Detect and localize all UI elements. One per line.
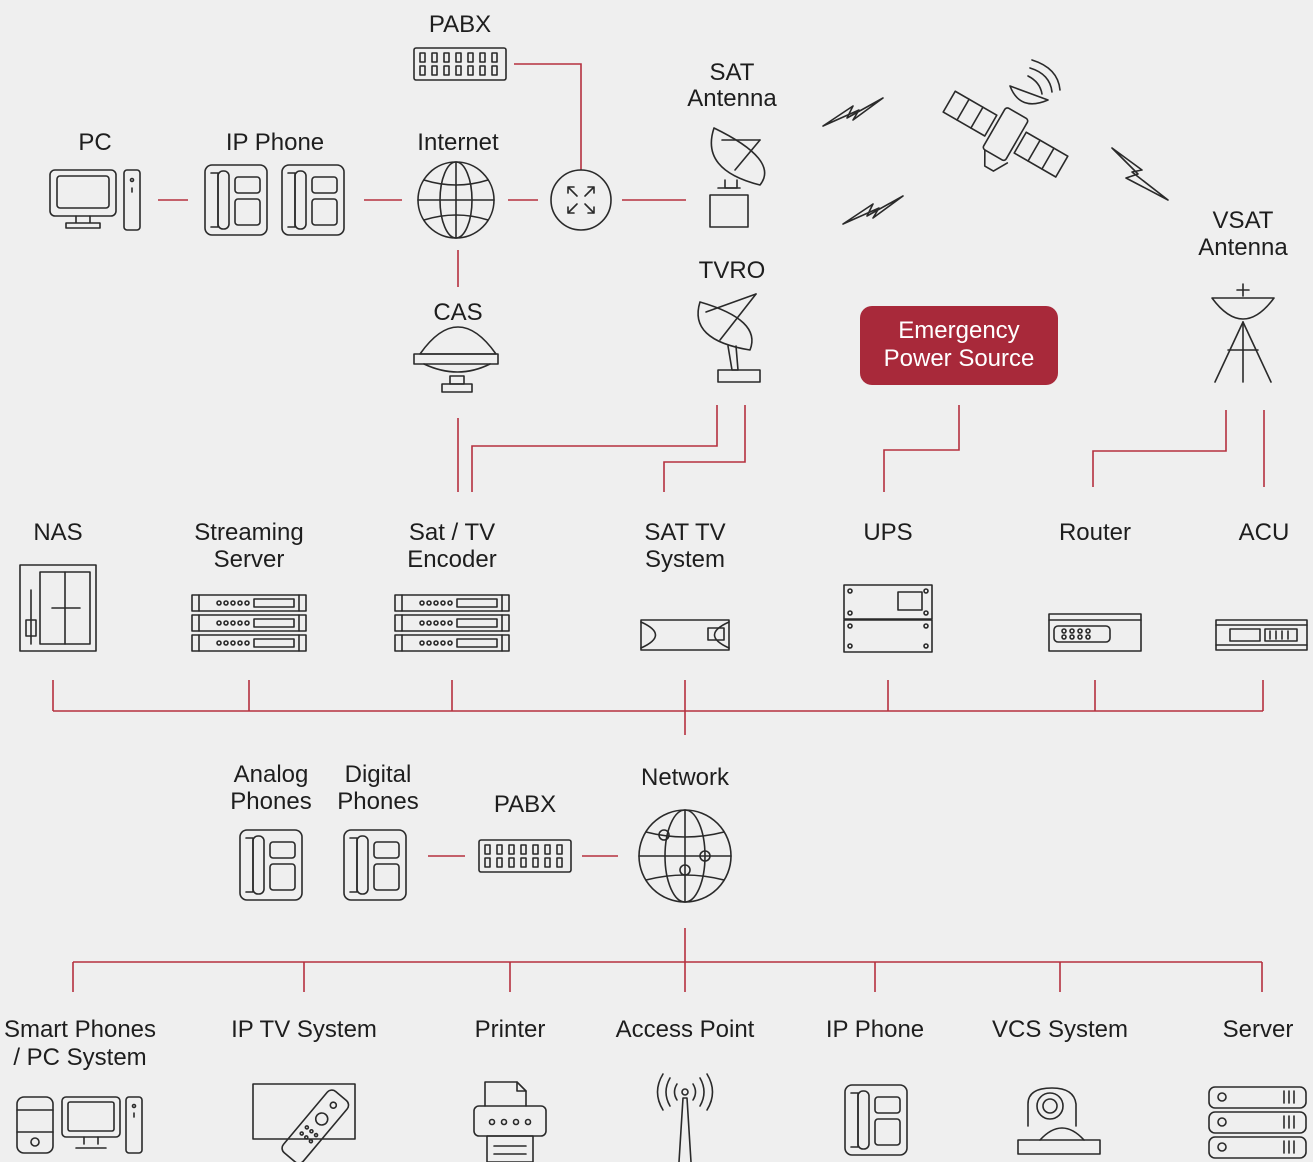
access-point-node: Access Point (616, 1016, 755, 1162)
digital-phones-label-1: Digital (345, 761, 412, 788)
ip-phone-node-bottom: IP Phone (826, 1016, 924, 1156)
router-node: Router (1048, 519, 1142, 652)
smartphone-pc-icon (16, 1096, 143, 1154)
nas-node: NAS (19, 519, 97, 652)
cas-node: CAS (413, 299, 499, 393)
pabx-icon (478, 839, 572, 873)
analog-phones-node: Analog Phones (230, 761, 312, 901)
sat-tv-system-label-1: SAT TV (644, 519, 725, 546)
ip-tv-system-label: IP TV System (231, 1016, 377, 1043)
network-globe-icon (638, 809, 732, 903)
ptz-camera-icon (1017, 1087, 1101, 1155)
emergency-power-label-2: Power Source (884, 345, 1035, 372)
sat-antenna-node: SAT Antenna (687, 59, 777, 228)
pc-label: PC (78, 129, 111, 156)
analog-phones-label-2: Phones (230, 788, 311, 815)
sat-tv-system-label-2: System (645, 546, 725, 573)
digital-phones-label-2: Phones (337, 788, 418, 815)
sat-tv-encoder-label-2: Encoder (407, 546, 496, 573)
router-device-icon (1048, 613, 1142, 652)
streaming-server-node: Streaming Server (191, 519, 307, 652)
pabx-label-top: PABX (429, 11, 491, 38)
pabx-node-bottom: PABX (478, 791, 572, 873)
pabx-icon (413, 47, 507, 81)
smart-phones-node: Smart Phones / PC System (4, 1016, 156, 1154)
signal-bolt-icon (1111, 147, 1169, 201)
sat-tv-encoder-label-1: Sat / TV (409, 519, 495, 546)
wireless-antenna-icon (656, 1073, 714, 1162)
streaming-server-label-2: Server (214, 546, 285, 573)
smart-phones-label-1: Smart Phones (4, 1016, 156, 1043)
nas-label: NAS (33, 519, 82, 546)
emergency-power-source: Emergency Power Source (860, 306, 1058, 385)
tvro-node: TVRO (697, 257, 766, 383)
phone-icon (844, 1084, 908, 1156)
server-node: Server (1208, 1016, 1307, 1159)
router-hub-icon (550, 169, 612, 231)
pabx-node-top: PABX (413, 11, 507, 81)
server-label: Server (1223, 1016, 1294, 1043)
ups-node: UPS (843, 519, 933, 653)
ups-device-icon (843, 584, 933, 653)
internet-label: Internet (417, 129, 499, 156)
ip-phone-node-top: IP Phone (204, 129, 345, 236)
internet-node: Internet (417, 129, 499, 239)
sat-antenna-label-2: Antenna (687, 85, 777, 112)
cas-label: CAS (433, 299, 482, 326)
satellite-dish-icon (709, 127, 766, 228)
rack-server-icon (191, 594, 307, 652)
cas-dome-icon (413, 326, 499, 393)
vsat-antenna-label-2: Antenna (1198, 234, 1288, 261)
phone-icon (204, 164, 268, 236)
acu-node: ACU (1215, 519, 1308, 651)
server-stack-icon (1208, 1086, 1307, 1159)
sat-antenna-label-1: SAT (710, 59, 755, 86)
printer-label: Printer (475, 1016, 546, 1043)
signal-bolt-icon (822, 97, 884, 127)
rack-encoder-icon (394, 594, 510, 652)
pabx-label-bottom: PABX (494, 791, 556, 818)
vsat-antenna-icon (1211, 283, 1275, 383)
vcs-system-label: VCS System (992, 1016, 1128, 1043)
access-point-label: Access Point (616, 1016, 755, 1043)
sat-tv-encoder-node: Sat / TV Encoder (394, 519, 510, 652)
phone-icon (343, 829, 407, 901)
acu-label: ACU (1239, 519, 1290, 546)
set-top-box-icon (640, 619, 730, 651)
acu-device-icon (1215, 619, 1308, 651)
printer-icon (473, 1081, 547, 1162)
printer-node: Printer (473, 1016, 547, 1162)
nas-cabinet-icon (19, 564, 97, 652)
smart-phones-label-2: / PC System (13, 1044, 146, 1071)
network-label: Network (641, 764, 730, 791)
connector-lines (52, 63, 1265, 992)
router-label: Router (1059, 519, 1131, 546)
digital-phones-node: Digital Phones (337, 761, 419, 901)
phone-icon (281, 164, 345, 236)
tv-remote-icon (252, 1083, 356, 1162)
ip-phone-label-top: IP Phone (226, 129, 324, 156)
sat-tv-system-node: SAT TV System (640, 519, 730, 651)
signal-bolt-icon (842, 195, 904, 225)
globe-icon (417, 161, 495, 239)
emergency-power-label-1: Emergency (898, 317, 1019, 344)
satellite-icon (942, 59, 1069, 178)
desktop-computer-icon (49, 169, 141, 231)
pc-node: PC (49, 129, 141, 231)
ip-tv-system-node: IP TV System (231, 1016, 377, 1162)
ip-phone-label-bottom: IP Phone (826, 1016, 924, 1043)
analog-phones-label-1: Analog (234, 761, 309, 788)
satellite-dish-icon (697, 293, 761, 383)
streaming-server-label-1: Streaming (194, 519, 303, 546)
vcs-system-node: VCS System (992, 1016, 1128, 1155)
ups-label: UPS (863, 519, 912, 546)
network-node: Network (638, 764, 732, 903)
tvro-label: TVRO (699, 257, 766, 284)
vsat-antenna-node: VSAT Antenna (1198, 207, 1288, 383)
vsat-antenna-label-1: VSAT (1213, 207, 1274, 234)
phone-icon (239, 829, 303, 901)
